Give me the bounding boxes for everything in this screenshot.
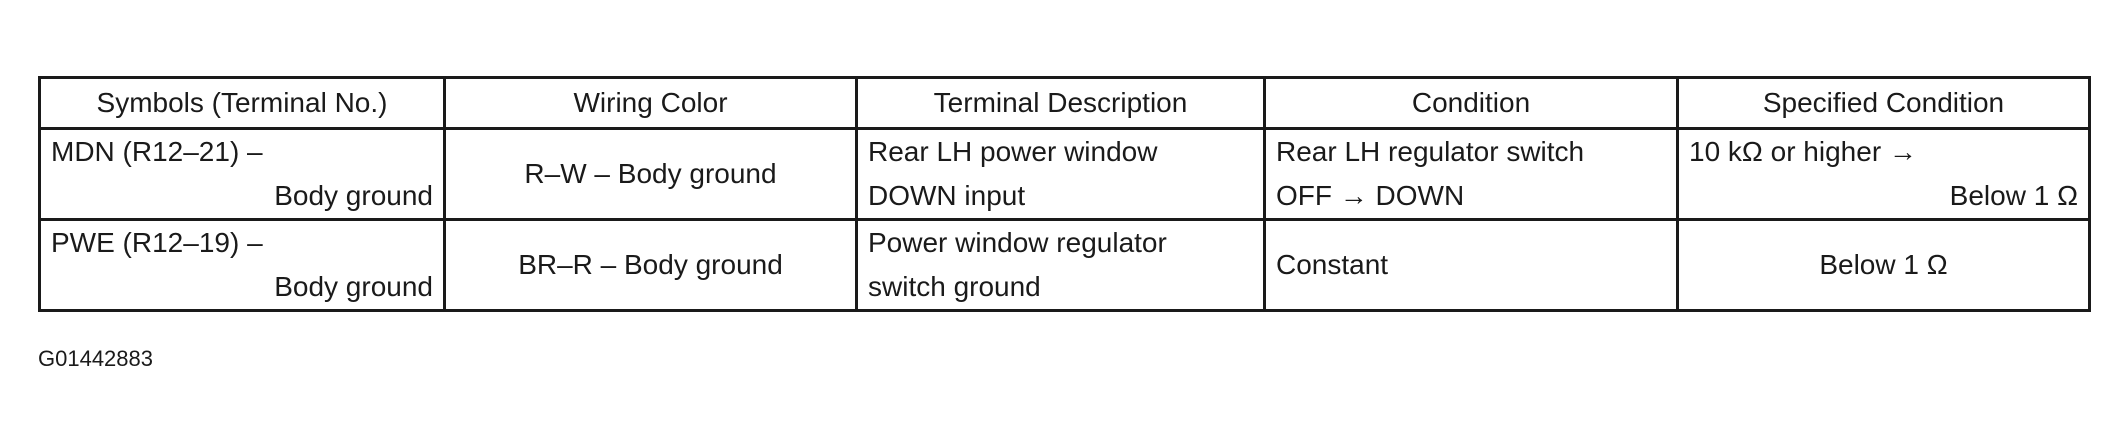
table-row: MDN (R12–21) – Body ground R–W – Body gr… [38,127,2091,221]
symbol-ground: Body ground [274,180,433,211]
description-line: Power window regulator [868,227,1167,258]
specified-line: 10 kΩ or higher → [1689,136,1917,167]
header-condition: Condition [1263,76,1679,130]
condition-line: Rear LH regulator switch [1276,136,1585,167]
symbol-cell: MDN (R12–21) – Body ground [38,127,446,221]
table-header-row: Symbols (Terminal No.) Wiring Color Term… [38,76,2091,130]
specified-condition-cell: 10 kΩ or higher → Below 1 Ω [1676,127,2091,221]
terminal-spec-table: Symbols (Terminal No.) Wiring Color Term… [38,76,2091,312]
terminal-description-cell: Power window regulator switch ground [855,218,1266,312]
description-line: Rear LH power window [868,136,1158,167]
symbol-ground: Body ground [274,271,433,302]
symbol-terminal: MDN (R12–21) – [51,136,263,167]
table-row: PWE (R12–19) – Body ground BR–R – Body g… [38,218,2091,312]
condition-cell: Constant [1263,218,1679,312]
wiring-color-cell: BR–R – Body ground [443,218,858,312]
symbol-cell: PWE (R12–19) – Body ground [38,218,446,312]
header-wiring-color: Wiring Color [443,76,858,130]
specified-line: Below 1 Ω [1949,180,2078,211]
specified-condition-cell: Below 1 Ω [1676,218,2091,312]
figure-id-label: G01442883 [38,346,153,371]
description-line: DOWN input [868,180,1026,211]
description-line: switch ground [868,271,1041,302]
wiring-color-cell: R–W – Body ground [443,127,858,221]
terminal-description-cell: Rear LH power window DOWN input [855,127,1266,221]
header-specified-condition: Specified Condition [1676,76,2091,130]
header-symbols: Symbols (Terminal No.) [38,76,446,130]
header-terminal-description: Terminal Description [855,76,1266,130]
condition-line: OFF → DOWN [1276,180,1465,211]
symbol-terminal: PWE (R12–19) – [51,227,263,258]
condition-cell: Rear LH regulator switch OFF → DOWN [1263,127,1679,221]
